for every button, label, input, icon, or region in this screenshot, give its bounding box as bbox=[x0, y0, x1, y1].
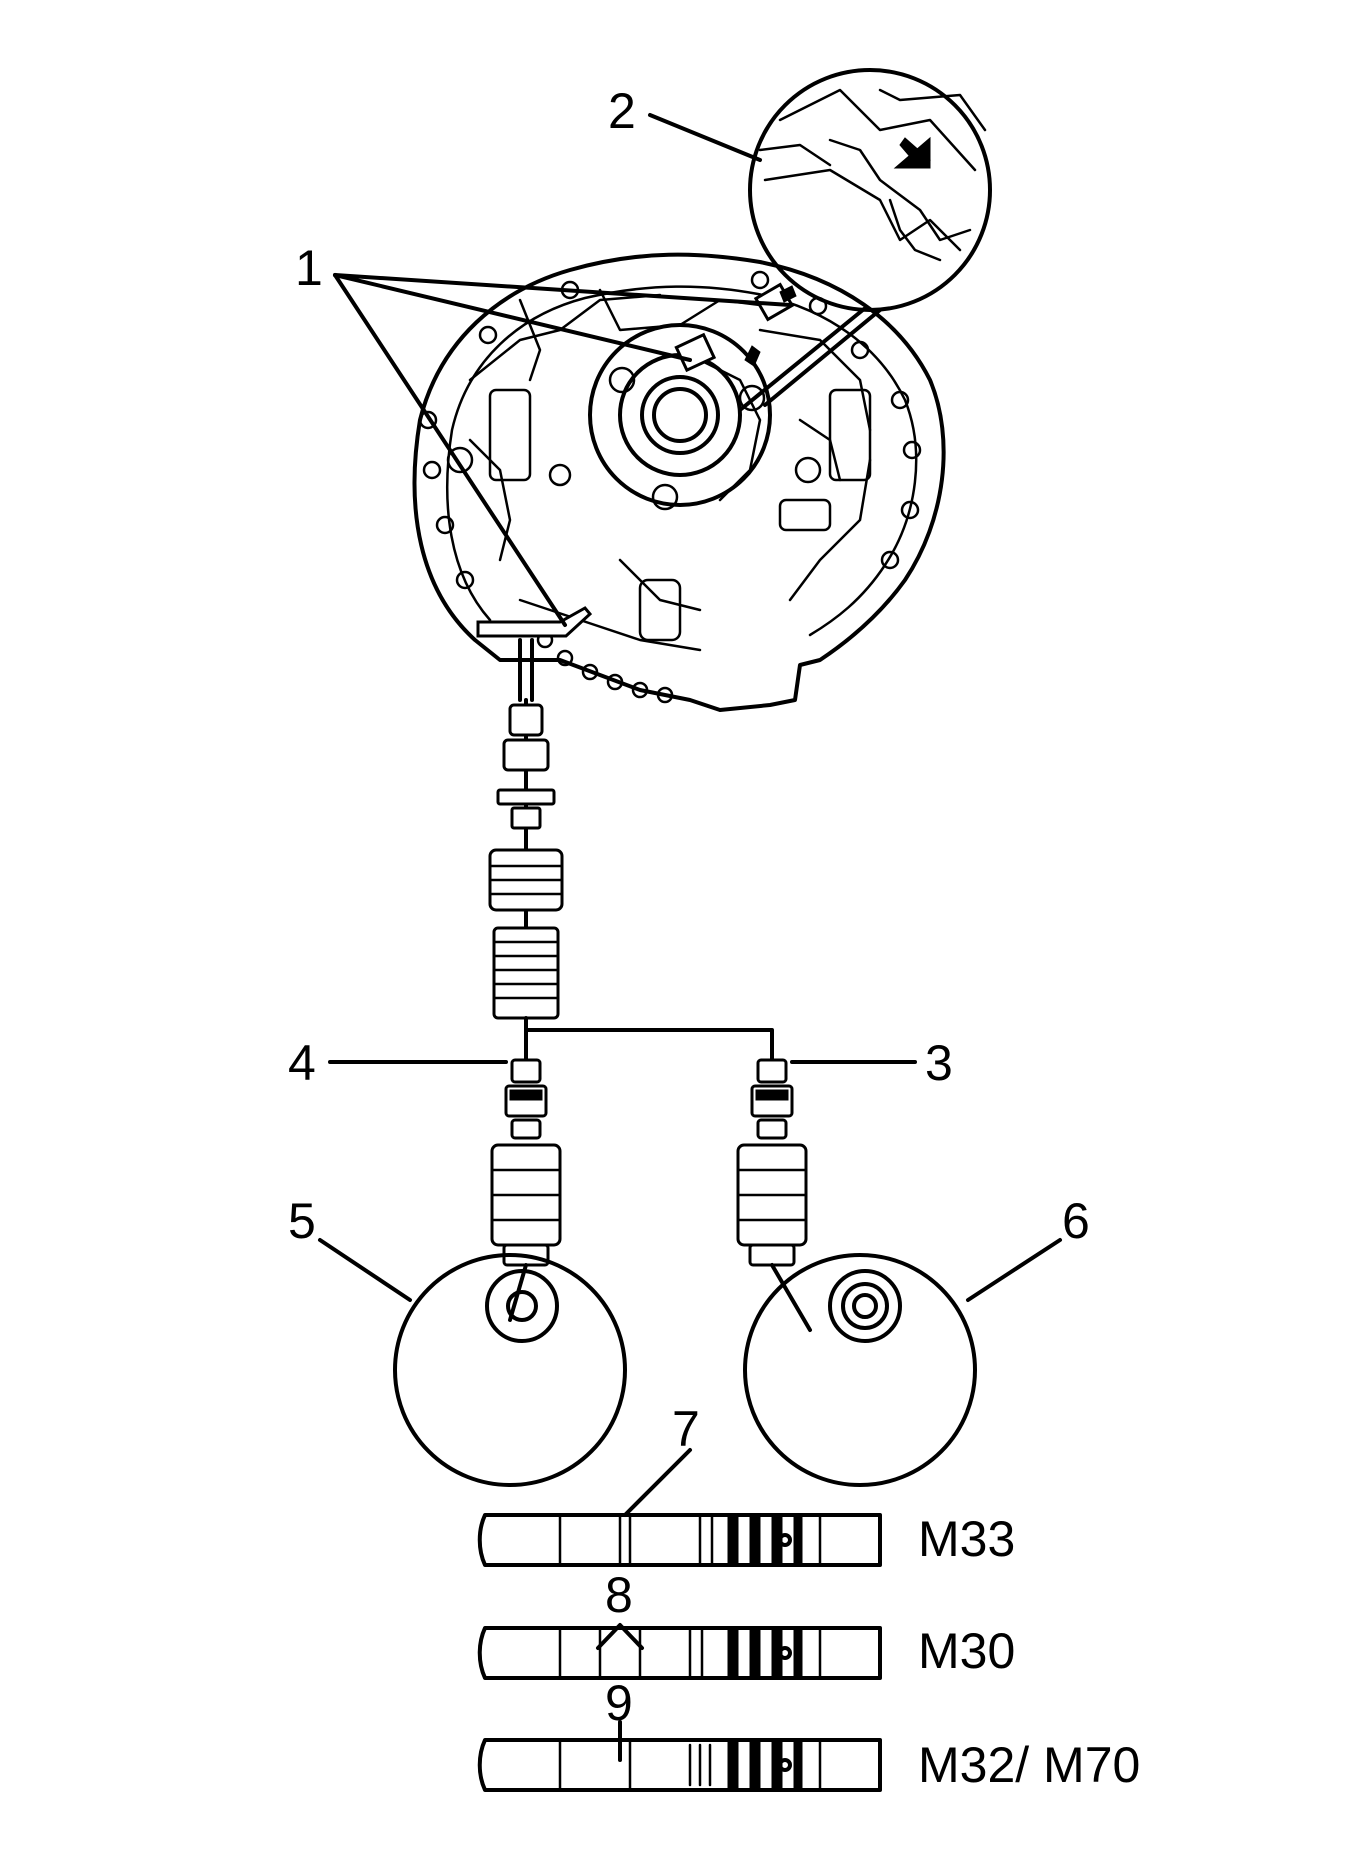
arrow-down-right-icon bbox=[893, 136, 931, 169]
bolt-holes bbox=[418, 270, 922, 704]
magnifier-right bbox=[743, 1253, 977, 1487]
callout-1: 1 bbox=[295, 240, 323, 296]
valve-left bbox=[490, 1058, 562, 1322]
valve-stack bbox=[488, 698, 774, 1062]
callout-9: 9 bbox=[605, 1675, 633, 1731]
shaft-label-m32-m70: M32/ M70 bbox=[918, 1737, 1140, 1793]
callout-2: 2 bbox=[608, 83, 636, 139]
shaft-m33 bbox=[477, 1513, 882, 1567]
spring-top bbox=[488, 848, 564, 912]
spring-bottom bbox=[492, 926, 560, 1020]
callout-6: 6 bbox=[1062, 1193, 1090, 1249]
callout-4: 4 bbox=[288, 1035, 316, 1091]
shaft-m32-m70 bbox=[477, 1738, 882, 1792]
shaft-label-m30: M30 bbox=[918, 1623, 1015, 1679]
detail-inset bbox=[738, 68, 992, 412]
leader-lines bbox=[318, 113, 1062, 1762]
callout-7: 7 bbox=[672, 1401, 700, 1457]
callout-3: 3 bbox=[925, 1035, 953, 1091]
shaft-m30 bbox=[477, 1626, 882, 1680]
callout-5: 5 bbox=[288, 1193, 316, 1249]
magnifier-left bbox=[393, 1253, 627, 1487]
shaft-label-m33: M33 bbox=[918, 1511, 1015, 1567]
callout-8: 8 bbox=[605, 1567, 633, 1623]
transmission-case bbox=[412, 252, 946, 712]
valve-right bbox=[736, 1058, 812, 1332]
